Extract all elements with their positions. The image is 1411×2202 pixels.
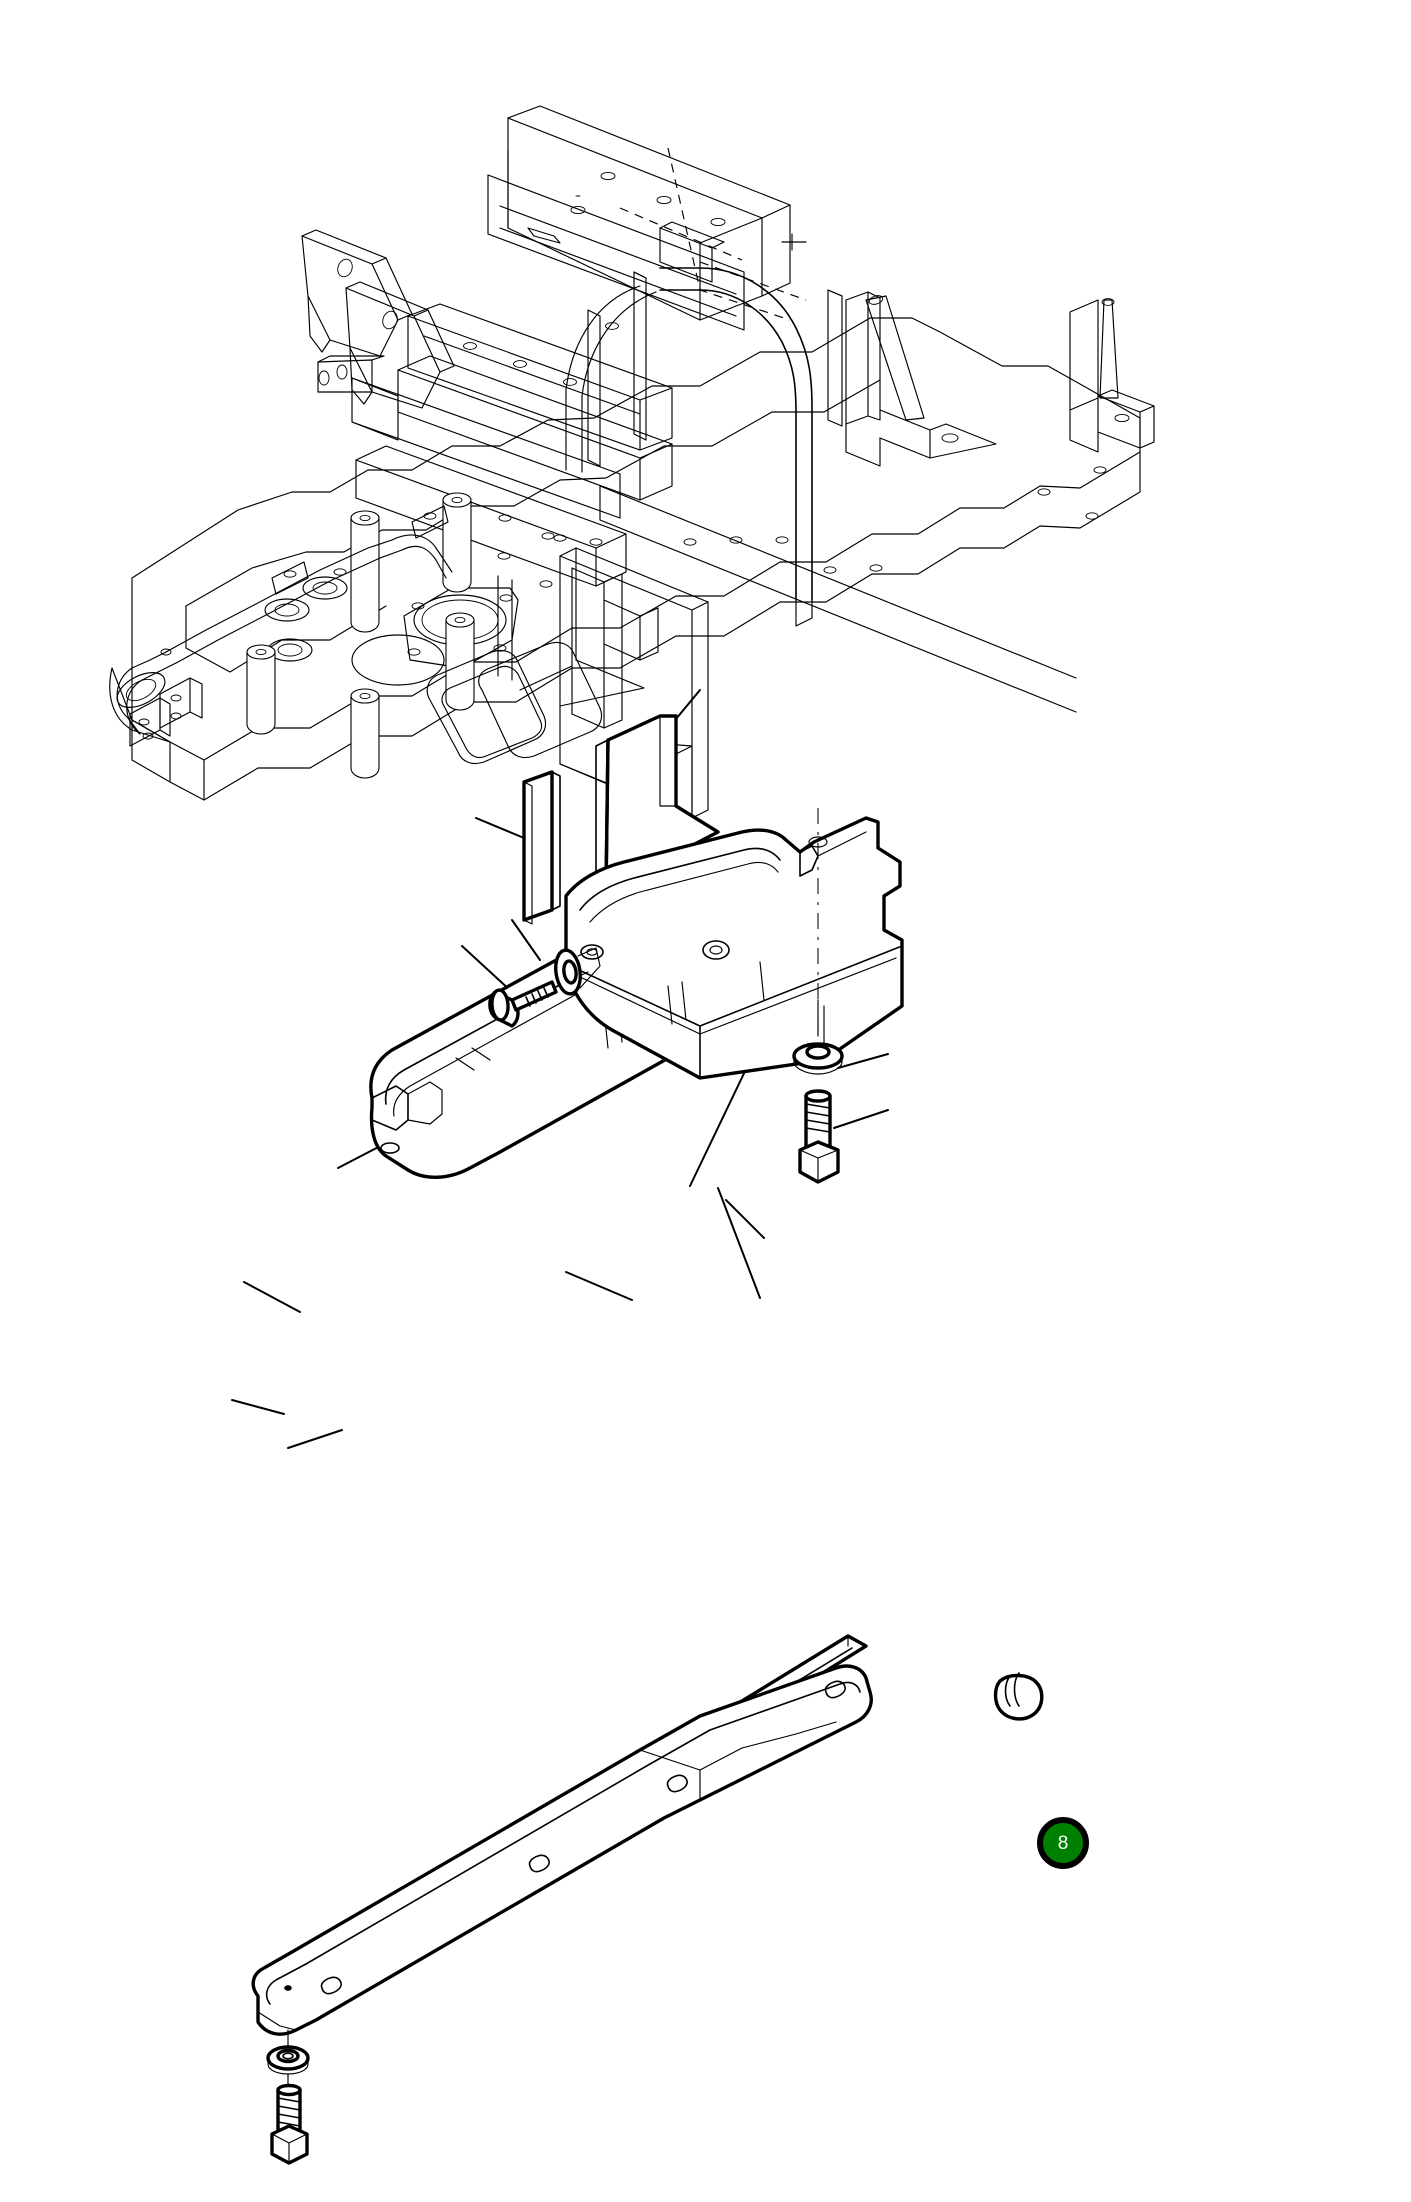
part-handrail-tube <box>116 505 453 747</box>
callout-badge-8[interactable]: 8 <box>1037 1817 1089 1869</box>
part-bolt-bottom <box>270 2073 309 2165</box>
part-bolt-right <box>798 999 840 1184</box>
part-skid-strip <box>251 1664 873 2036</box>
callout-badge-circle: 8 <box>1037 1817 1089 1869</box>
part-main-frame-deck <box>109 317 1141 819</box>
part-washer-horizontal <box>554 947 601 996</box>
part-rops-seat-frame <box>301 105 1155 627</box>
part-wire-loop-handle <box>426 641 603 765</box>
part-plug-grommet <box>993 1672 1044 1721</box>
callout-badge-number: 8 <box>1057 1832 1069 1854</box>
part-spacer-bar <box>522 770 561 925</box>
part-bolt-horizontal <box>488 971 589 1028</box>
part-washer-right <box>792 1042 844 1075</box>
